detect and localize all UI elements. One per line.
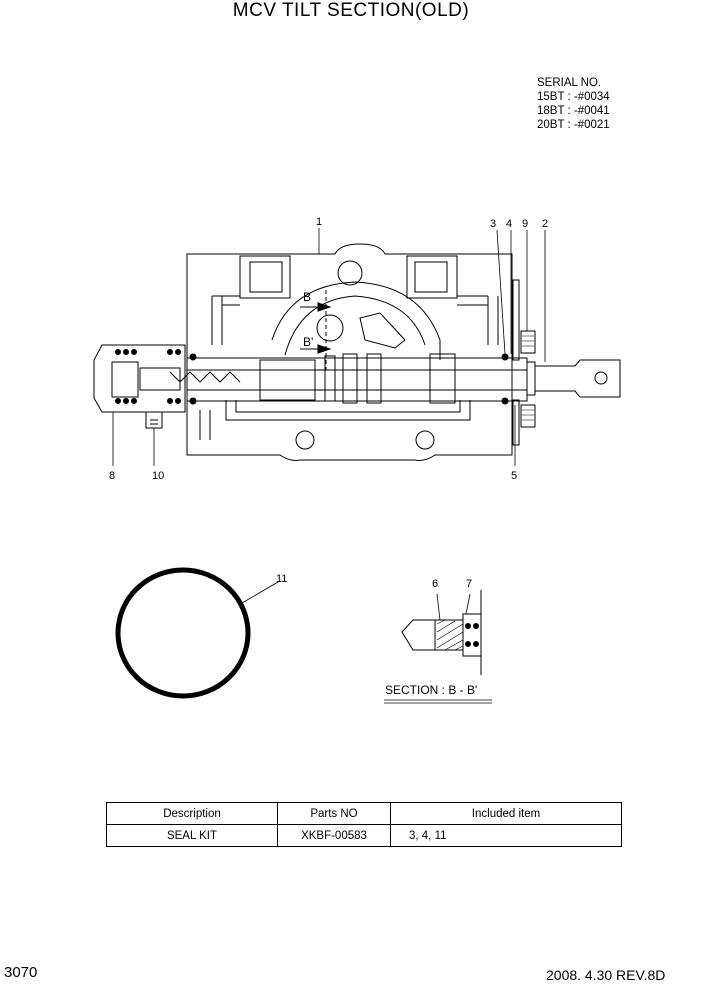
o-ring-small <box>115 349 509 405</box>
table-header-row: Description Parts NO Included item <box>106 802 622 825</box>
section-label: SECTION : B - B' <box>385 683 478 697</box>
section-detail <box>384 590 492 704</box>
serial-line: 18BT : -#0041 <box>537 105 610 117</box>
table-header: Description <box>106 802 278 825</box>
spool <box>169 279 621 446</box>
callout-8: 8 <box>109 470 115 482</box>
page-number: 3070 <box>4 964 38 981</box>
callout-1: 1 <box>316 216 322 228</box>
callout-11: 11 <box>276 573 287 585</box>
table-header: Parts NO <box>277 802 391 825</box>
parts-table: Description Parts NO Included item SEAL … <box>106 802 622 847</box>
wiper-seal <box>520 330 536 428</box>
table-header: Included item <box>390 802 622 825</box>
callout-4: 4 <box>506 218 512 230</box>
table-cell: XKBF-00583 <box>277 824 391 847</box>
o-ring-large <box>115 567 279 699</box>
revision-date: 2008. 4.30 REV.8D <box>546 967 666 983</box>
page-title: MCV TILT SECTION(OLD) <box>232 0 470 21</box>
section-mark-b: B <box>303 290 311 304</box>
callout-3: 3 <box>490 218 496 230</box>
table-cell: SEAL KIT <box>106 824 278 847</box>
callout-7: 7 <box>466 578 472 590</box>
callout-5: 5 <box>511 470 517 482</box>
section-arrow-heads <box>300 302 332 354</box>
callout-2: 2 <box>542 218 548 230</box>
section-mark-b-prime: B' <box>303 335 313 349</box>
valve-body <box>186 243 513 461</box>
serial-line: 20BT : -#0021 <box>537 119 610 131</box>
callout-6: 6 <box>432 578 438 590</box>
leader-lines <box>112 228 546 466</box>
serial-line: 15BT : -#0034 <box>537 91 610 103</box>
callout-9: 9 <box>522 218 528 230</box>
serial-heading: SERIAL NO. <box>537 77 602 89</box>
callout-10: 10 <box>152 470 164 482</box>
table-row: SEAL KIT XKBF-00583 3, 4, 11 <box>106 824 622 847</box>
table-cell: 3, 4, 11 <box>390 824 622 847</box>
end-cap <box>93 344 186 429</box>
serial-number-block: SERIAL NO. 15BT : -#0034 18BT : -#0041 2… <box>537 76 610 132</box>
